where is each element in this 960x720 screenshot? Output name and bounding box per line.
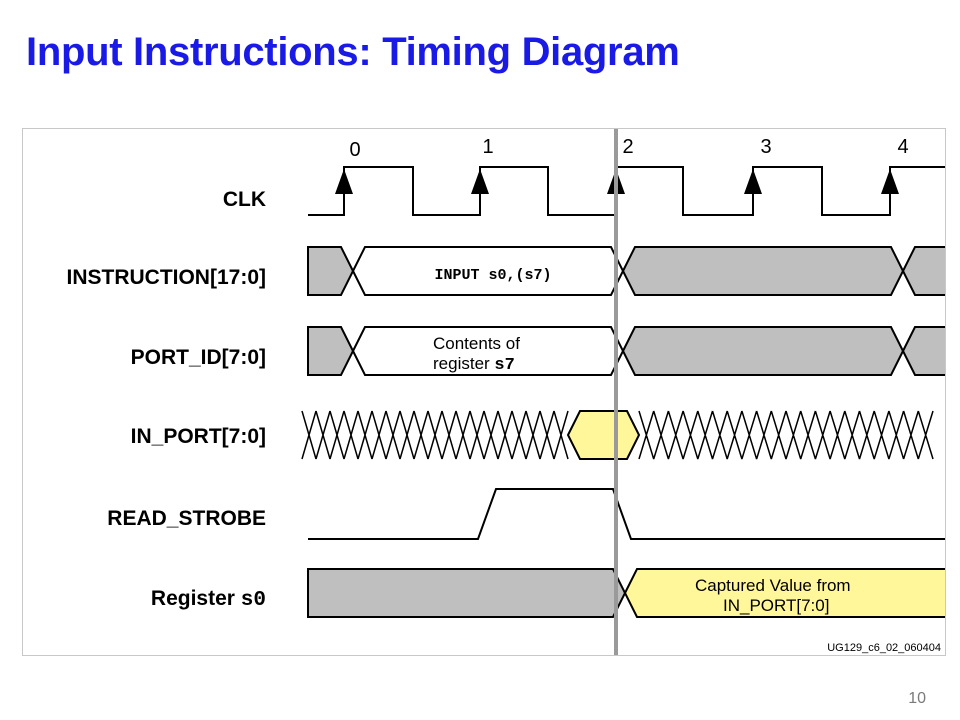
port-id-segment-after: [621, 326, 905, 376]
clk-waveform: 0 1 2 3 4: [308, 136, 945, 216]
label-instruction: INSTRUCTION[17:0]: [66, 266, 266, 289]
clk-edge-label-0: 0: [349, 139, 360, 161]
port-id-annotation-reg-name: s7: [494, 356, 514, 375]
register-annotation-line2: IN_PORT[7:0]: [723, 596, 829, 615]
clk-edge-label-4: 4: [897, 136, 908, 158]
label-read-strobe: READ_STROBE: [107, 507, 266, 530]
clk-edge-arrow-3: [744, 169, 762, 194]
register-annotation-line1: Captured Value from: [695, 576, 851, 595]
clk-edge-arrow-4: [881, 169, 899, 194]
timing-diagram-canvas: CLK INSTRUCTION[17:0] PORT_ID[7:0] IN_PO…: [66, 129, 945, 655]
clk-edge-label-2: 2: [622, 136, 633, 158]
slide-title: Input Instructions: Timing Diagram: [26, 30, 680, 74]
port-id-annotation-line2: register s7: [433, 354, 515, 375]
register-segment-captured: [623, 568, 945, 618]
page-number: 10: [908, 690, 926, 707]
label-port-id: PORT_ID[7:0]: [131, 346, 266, 369]
port-id-segment-end: [901, 326, 945, 376]
register-bus: [307, 568, 945, 618]
clk-edge-label-3: 3: [760, 136, 771, 158]
clk-edge-label-1: 1: [482, 136, 493, 158]
timing-diagram: CLK INSTRUCTION[17:0] PORT_ID[7:0] IN_PO…: [22, 128, 946, 656]
label-clk: CLK: [223, 188, 266, 211]
port-id-annotation-line1: Contents of: [433, 334, 520, 353]
instruction-segment-end: [901, 246, 945, 296]
label-register-name: s0: [241, 589, 266, 612]
read-strobe-trace: [308, 488, 945, 540]
in-port-unknown-right: [638, 410, 934, 460]
instruction-segment-before: [307, 246, 355, 296]
port-id-segment-before: [307, 326, 355, 376]
clk-edge-arrow-1: [471, 169, 489, 194]
figure-code: UG129_c6_02_060404: [827, 642, 941, 654]
label-register-prefix: Register: [151, 587, 241, 610]
instruction-value: INPUT s0,(s7): [434, 267, 551, 284]
register-segment-before: [307, 568, 627, 618]
clk-trace: [308, 166, 945, 216]
port-id-annotation-register: register: [433, 354, 494, 373]
label-register: Register s0: [151, 587, 266, 612]
clk-edge-arrow-0: [335, 169, 353, 194]
in-port-unknown-left: [301, 410, 569, 460]
in-port-valid-window: [566, 410, 641, 460]
label-in-port: IN_PORT[7:0]: [131, 425, 266, 448]
instruction-segment-after: [621, 246, 905, 296]
instruction-bus: [307, 246, 945, 296]
in-port-bus: [301, 410, 934, 460]
port-id-bus: [307, 326, 945, 376]
